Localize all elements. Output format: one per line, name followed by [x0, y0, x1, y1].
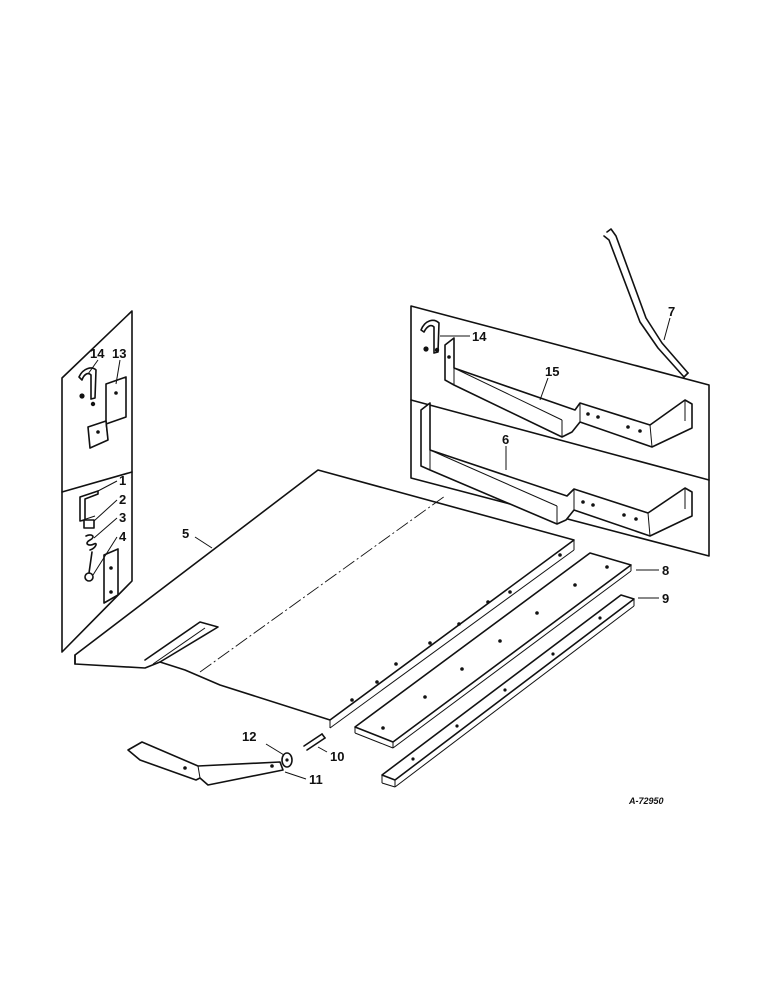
callout-1: 1: [119, 473, 126, 488]
left-inset-panel: [61, 310, 133, 653]
callout-3: 3: [119, 510, 126, 525]
callout-11: 11: [309, 772, 323, 787]
part-6-support: [420, 402, 693, 537]
part-10-pin: [303, 733, 326, 751]
part-5-floor-panel: [74, 469, 575, 729]
part-11-arm: [127, 741, 284, 786]
part-4-latch: [84, 548, 119, 604]
callout-10: 10: [330, 749, 344, 764]
callout-14-right: 14: [472, 329, 487, 344]
drawing-code: A-72950: [628, 796, 664, 806]
callout-labels: 1 2 3 4 5 6 7 8 9 10 11 12 13 14 14 15 A…: [90, 304, 675, 806]
part-12-bushing: [281, 752, 293, 768]
callout-2: 2: [119, 492, 126, 507]
callout-9: 9: [662, 591, 669, 606]
right-inset-panel: [410, 305, 710, 557]
part-14-clip-right: [420, 319, 440, 354]
leader-lines: [87, 317, 671, 780]
callout-8: 8: [662, 563, 669, 578]
part-13-plate: [87, 376, 127, 449]
callout-14-left: 14: [90, 346, 105, 361]
callout-13: 13: [112, 346, 126, 361]
part-9-angle-strip: [381, 594, 635, 788]
callout-12: 12: [242, 729, 256, 744]
part-3-spring: [85, 534, 97, 551]
callout-6: 6: [502, 432, 509, 447]
callout-15: 15: [545, 364, 559, 379]
part-7-rod: [603, 228, 689, 378]
part-8-strip: [354, 552, 632, 749]
callout-5: 5: [182, 526, 189, 541]
part-14-clip-left: [78, 367, 97, 407]
part-2-spacer: [83, 519, 95, 529]
callout-4: 4: [119, 529, 127, 544]
part-15-support: [444, 337, 693, 448]
callout-7: 7: [668, 304, 675, 319]
part-1-bracket: [79, 490, 99, 522]
